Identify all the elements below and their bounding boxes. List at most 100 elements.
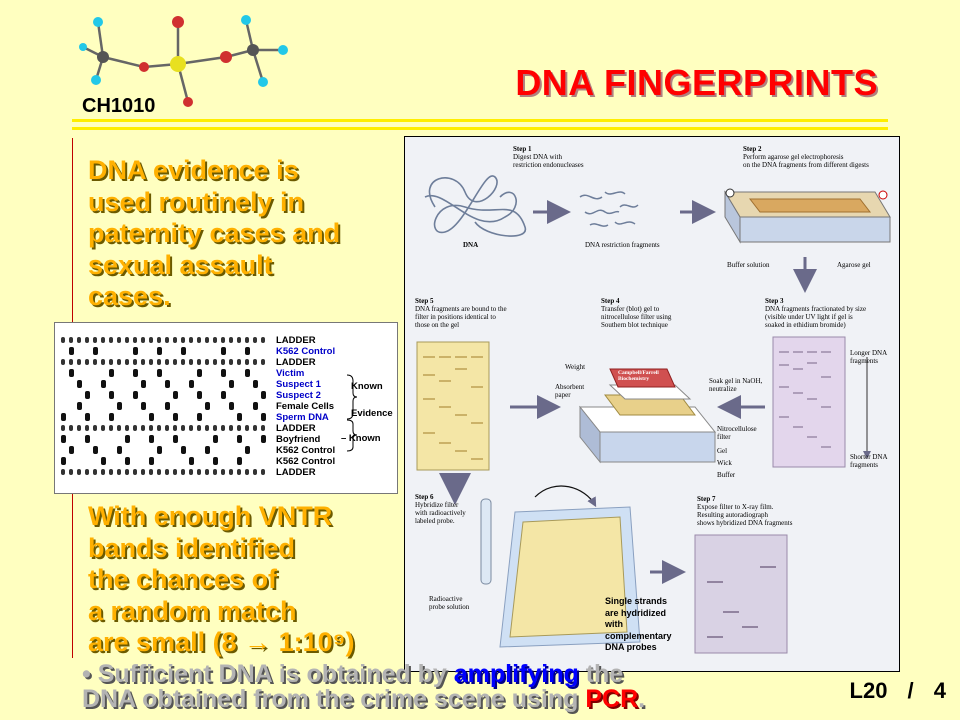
gel-lane-label: K562 Control	[276, 445, 336, 456]
gel-band	[237, 435, 242, 443]
step4-title: Step 4	[601, 297, 620, 305]
slide-number: L20 / 4	[849, 678, 946, 703]
step5-title: Step 5	[415, 297, 434, 305]
book-label: Campbell/Farrell Biochemistry	[618, 370, 659, 382]
gel-band	[221, 369, 226, 377]
gel-band	[93, 469, 97, 475]
gel-band	[205, 402, 210, 410]
gel-lane-label: Suspect 2	[276, 390, 321, 401]
autoradiograph-film	[694, 534, 788, 654]
gel-band	[245, 337, 249, 343]
hybridization-bag	[480, 485, 641, 648]
wick-label: Wick	[717, 459, 732, 467]
paragraph-vntr: With enough VNTR bands identified the ch…	[88, 501, 355, 657]
gel-band	[101, 337, 105, 343]
longer-fragments-label: Longer DNA fragments	[850, 349, 888, 365]
gel-band	[221, 425, 225, 431]
gel-band	[237, 337, 241, 343]
gel-lane-label: Sperm DNA	[276, 412, 329, 423]
bottom-line2: DNA obtained from the crime scene using	[82, 685, 586, 713]
gel-band	[221, 469, 225, 475]
step2-text: Perform agarose gel electrophoresis on t…	[743, 153, 869, 169]
gel-band	[229, 380, 234, 388]
gel-band	[101, 469, 105, 475]
gel-band	[221, 391, 226, 399]
gel-band	[229, 337, 233, 343]
gel-band	[213, 457, 218, 465]
gel-band	[173, 413, 178, 421]
gel-band	[117, 337, 121, 343]
gel-band	[85, 469, 89, 475]
gel-band	[173, 359, 177, 365]
fractionated-gel	[772, 336, 871, 468]
gel-band	[253, 425, 257, 431]
gel-band	[61, 457, 66, 465]
gel-band	[101, 457, 106, 465]
southern-blot-figure: Step 1 Digest DNA with restriction endon…	[404, 136, 900, 672]
gel-lane-label: LADDER	[276, 423, 316, 434]
shorter-fragments-label: Shorter DNA fragments	[850, 453, 888, 469]
gel-band	[61, 425, 65, 431]
gel-lane-label: Boyfriend	[276, 434, 321, 445]
dna-label: DNA	[463, 241, 479, 249]
gel-band	[173, 435, 178, 443]
gel-band	[101, 359, 105, 365]
gel-band	[229, 469, 233, 475]
gel-band	[261, 359, 265, 365]
gel-band	[157, 369, 162, 377]
gel-brackets	[346, 374, 358, 452]
gel-band	[125, 337, 129, 343]
step7-title: Step 7	[697, 495, 716, 503]
course-code: CH1010	[82, 95, 156, 117]
gel-band	[245, 446, 250, 454]
dna-tangle	[424, 175, 526, 237]
gel-band	[149, 425, 153, 431]
gel-band	[237, 413, 242, 421]
gel-band	[229, 402, 234, 410]
step2-title: Step 2	[743, 145, 762, 153]
soak-label: Soak gel in NaOH, neutralize	[709, 377, 763, 393]
gel-band	[165, 469, 169, 475]
gel-band	[261, 337, 265, 343]
bottom-end: .	[638, 685, 646, 713]
gel-band	[261, 413, 266, 421]
step6-text: Hybridize filter with radioactively labe…	[415, 501, 466, 525]
bottom-lead: • Sufficient DNA is obtained by	[82, 660, 454, 688]
gel-band	[133, 369, 138, 377]
gel-band	[157, 347, 162, 355]
gel-band	[237, 425, 241, 431]
gel-lane-label: Suspect 1	[276, 379, 321, 390]
title-rule-bottom	[72, 127, 888, 130]
southern-blot-diagram	[416, 175, 891, 654]
gel-band	[133, 359, 137, 365]
gel-band	[253, 469, 257, 475]
gel-band	[229, 425, 233, 431]
gel-band	[101, 380, 106, 388]
gel-band	[149, 435, 154, 443]
weight-label: Weight	[565, 363, 586, 371]
gel-band	[109, 425, 113, 431]
fragments-label: DNA restriction fragments	[585, 241, 660, 249]
gel-band	[253, 402, 258, 410]
gel-band	[245, 469, 249, 475]
gel-band	[101, 425, 105, 431]
gel-band	[213, 337, 217, 343]
gel-band	[69, 347, 74, 355]
gel-band	[149, 359, 153, 365]
title-rule-top	[72, 119, 888, 122]
gel-band	[61, 435, 66, 443]
gel-band	[93, 347, 98, 355]
gel-band	[221, 359, 225, 365]
gel-band	[85, 391, 90, 399]
gel-band	[253, 359, 257, 365]
gel-band	[109, 469, 113, 475]
gel-band	[197, 337, 201, 343]
gel-band	[133, 337, 137, 343]
gel-band	[93, 446, 98, 454]
known-bracket-label: Known	[351, 381, 383, 392]
gel-band	[173, 391, 178, 399]
gel-lane-label: LADDER	[276, 357, 316, 368]
gel-band	[245, 425, 249, 431]
evidence-bracket-label: Evidence	[351, 408, 393, 419]
